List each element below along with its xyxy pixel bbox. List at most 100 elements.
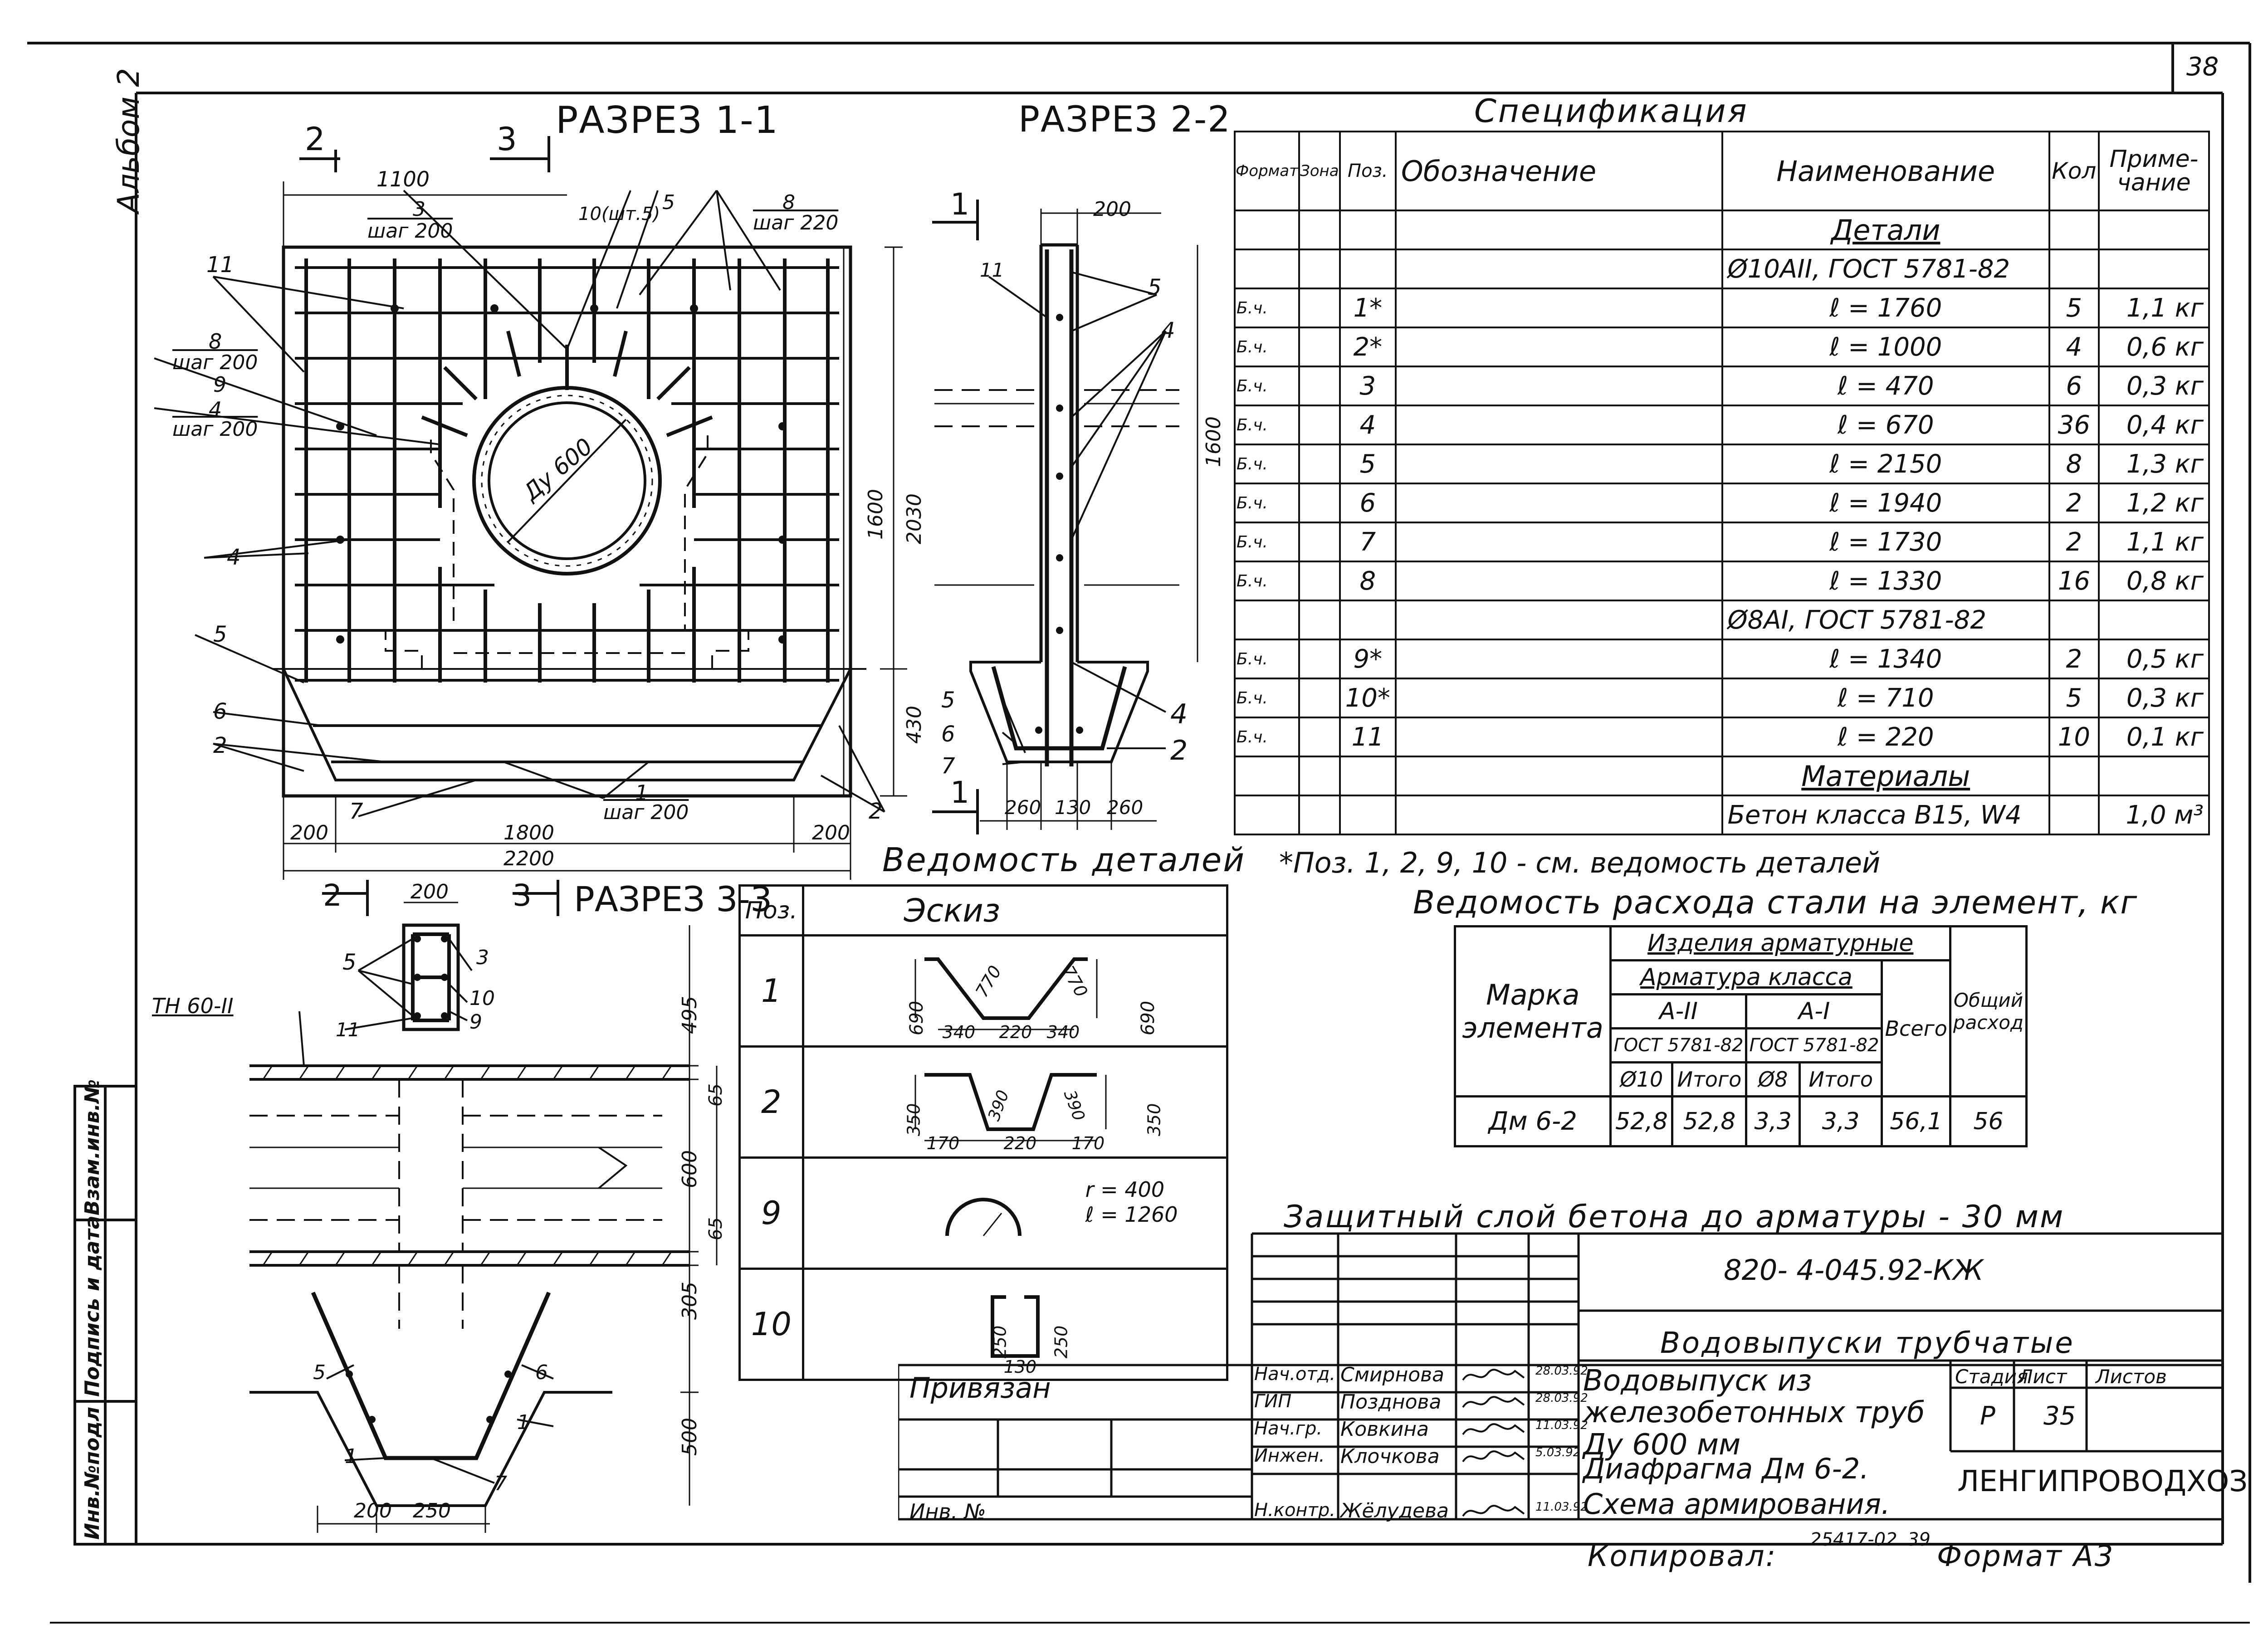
spec-rows1-pos: 4 [1339,405,1397,445]
s3-callout-7: 7 [494,1472,507,1495]
callout-step200-a: шаг 200 [367,219,453,243]
spec-rows2-zone [1298,678,1341,718]
spec-rows1-name: ℓ = 2150 [1721,444,2050,484]
drawing-name: Диафрагма Дм 6-2. Схема армирования. [1583,1452,1890,1521]
spec-rows1-pos: 3 [1339,366,1397,406]
d2-dim-170-a: 170 [926,1133,960,1153]
spec-material-note: 1,0 м³ [2097,795,2210,835]
spec-rows2-format: Б.ч. [1234,717,1300,757]
steel-h-d10: Ø10 [1609,1061,1674,1097]
steel-h-general: Общий расход [1949,925,2028,1097]
callout-5-left: 5 [213,622,227,647]
sheets-header: Листов [2096,1366,2167,1388]
spec-rows1-note: 0,3 кг [2097,366,2210,406]
spec-h-zone: Зона [1298,131,1341,211]
s2-dim-260-a: 260 [1005,796,1041,819]
staff-role: Н.контр. [1254,1500,1335,1521]
section-1-drawing [154,136,907,880]
spec-h-pos: Поз. [1339,131,1397,211]
s3-dim-495: 495 [678,996,701,1034]
spec-rows2-qty: 10 [2048,717,2100,757]
dim-1800: 1800 [503,821,554,844]
s2-callout-6: 6 [941,722,955,747]
signature-mark [1462,1450,1525,1463]
steel-h-sum2: Итого [1798,1061,1883,1097]
spec-rows1-pos: 7 [1339,522,1397,562]
spec-rows1-designation [1394,522,1723,562]
staff-name: Клочкова [1340,1445,1440,1468]
privyazan-label: Привязан [909,1371,1051,1405]
d1-dim-340-a: 340 [942,1022,976,1042]
staff-name: Позднова [1340,1390,1442,1414]
steel-title: Ведомость расхода стали на элемент, кг [1413,884,2138,921]
details-h-sketch: Эскиз [802,884,1229,937]
stage-header: Стадия [1955,1366,2028,1388]
section-3-mark-2: 2 [323,878,342,913]
spec-rows1-qty: 16 [2048,561,2100,601]
spec-rows2-name: ℓ = 710 [1721,678,2050,718]
staff-date: 5.03.92 [1535,1446,1581,1459]
spec-rows2-qty: 5 [2048,678,2100,718]
s3-callout-10: 10 [469,987,495,1010]
d1-dim-220: 220 [999,1022,1032,1042]
steel-d8: 3,3 [1745,1095,1801,1147]
spec-rows1-note: 1,2 кг [2097,483,2210,523]
spec-h-qty: Кол [2048,131,2100,211]
spec-rows2-zone [1298,717,1341,757]
section-2-drawing [932,200,1198,834]
spec-rows1-note: 1,1 кг [2097,522,2210,562]
cover-note: Защитный слой бетона до арматуры - 30 мм [1284,1199,2065,1235]
callout-2-left: 2 [213,733,227,758]
s2-dim-260-b: 260 [1107,796,1144,819]
spec-rows1-designation [1394,561,1723,601]
s2-callout-7: 7 [941,753,955,779]
callout-step200-c: шаг 200 [172,418,258,441]
callout-4-mid: 4 [227,545,241,570]
steel-h-a1: A-I [1745,993,1883,1029]
title-block-grid [898,1232,2223,1521]
s3-dim-65-a: 65 [705,1083,726,1107]
spec-rows1-note: 0,8 кг [2097,561,2210,601]
s3-callout-3: 3 [476,946,489,969]
spec-rows1-designation [1394,288,1723,328]
s2-callout-5-bottom: 5 [941,688,955,713]
details-pos-2: 2 [738,1045,804,1159]
details-sketch-2: 350 390 390 350 170 220 170 [802,1045,1229,1159]
staff-role: ГИП [1254,1391,1292,1412]
steel-h-total: Всего [1881,959,1951,1097]
spec-rows1-pos: 8 [1339,561,1397,601]
copy-number: 25417-02 [1810,1529,1897,1550]
s3-callout-1-left: 1 [345,1445,357,1468]
spec-h-name: Наименование [1721,131,2050,211]
section-1-mark-3: 3 [497,121,517,158]
dim-1600-s1: 1600 [864,489,887,540]
section-3-mark-3: 3 [513,878,532,913]
section-1-mark-2: 2 [305,121,325,158]
spec-rows2-note: 0,3 кг [2097,678,2210,718]
spec-rows1-zone [1298,522,1341,562]
sheet-number: 38 [2186,52,2219,82]
staff-role: Нач.отд. [1254,1364,1336,1385]
spec-rows1-qty: 5 [2048,288,2100,328]
spec-rows1-zone [1298,405,1341,445]
side-label-inv: Инв.№подл [81,1406,104,1540]
spec-rows2-name: ℓ = 1340 [1721,639,2050,679]
callout-9: 9 [213,372,227,397]
staff-role: Нач.гр. [1254,1418,1323,1439]
spec-rows1-name: ℓ = 1940 [1721,483,2050,523]
spec-rows1-format: Б.ч. [1234,522,1300,562]
spec-rows1-designation [1394,444,1723,484]
specification-table: Формат Зона Поз. Обозначение Наименовани… [1234,131,2210,835]
spec-rows1-format: Б.ч. [1234,405,1300,445]
callout-7: 7 [349,799,363,824]
spec-rows1-note: 1,1 кг [2097,288,2210,328]
spec-rows1-designation [1394,366,1723,406]
spec-footnote: *Поз. 1, 2, 9, 10 - см. ведомость детале… [1279,846,1881,879]
callout-5-top: 5 [662,191,675,214]
callout-step220: шаг 220 [753,211,839,234]
spec-rows1-pos: 6 [1339,483,1397,523]
